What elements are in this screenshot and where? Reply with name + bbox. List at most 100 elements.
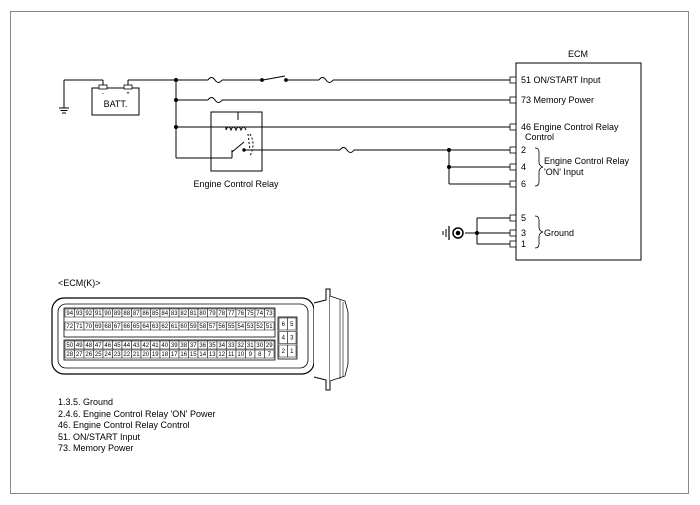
connector-pin-label: 82 bbox=[180, 311, 187, 317]
connector-pin-label: 6 bbox=[282, 322, 286, 328]
wiring bbox=[128, 75, 510, 245]
connector-pin-cell bbox=[264, 349, 275, 359]
connector-pin-label: 94 bbox=[66, 311, 73, 317]
connector-pin-label: 51 bbox=[266, 324, 273, 330]
connector-pin-label: 72 bbox=[66, 324, 73, 330]
pin-legend: 1.3.5. Ground 2.4.6. Engine Control Rela… bbox=[58, 397, 216, 455]
ecm-pin-5: 5 bbox=[521, 213, 526, 223]
connector-pin-label: 40 bbox=[161, 343, 168, 349]
connector-pin-label: 4 bbox=[282, 336, 286, 342]
ecm-pin-4: 4 bbox=[521, 162, 526, 172]
connector-pin-label: 71 bbox=[76, 324, 83, 330]
connector-pin-label: 78 bbox=[218, 311, 225, 317]
connector-pin-label: 34 bbox=[218, 343, 225, 349]
diagram-frame bbox=[10, 11, 689, 494]
connector-pin-label: 86 bbox=[142, 311, 149, 317]
connector-pin-label: 77 bbox=[228, 311, 235, 317]
connector-pin-label: 32 bbox=[237, 343, 244, 349]
connector-pin-label: 24 bbox=[104, 352, 111, 358]
connector-pin-cell bbox=[264, 321, 275, 331]
connector-pin-label: 65 bbox=[133, 324, 140, 330]
connector-pin-label: 79 bbox=[209, 311, 216, 317]
battery-plus: + bbox=[126, 91, 130, 97]
legend-item: 2.4.6. Engine Control Relay 'ON' Power bbox=[58, 408, 216, 419]
connector-pin-label: 75 bbox=[247, 311, 254, 317]
battery-label: BATT. bbox=[104, 99, 128, 109]
legend-item: 1.3.5. Ground bbox=[58, 397, 114, 407]
connector-pin-label: 16 bbox=[180, 352, 187, 358]
connector-pin-label: 35 bbox=[209, 343, 216, 349]
connector-pin-label: 85 bbox=[152, 311, 159, 317]
ecm-pin-46-cont: Control bbox=[525, 132, 554, 142]
ecm-pin-51: 51 ON/START Input bbox=[521, 75, 601, 85]
connector-pin-label: 20 bbox=[142, 352, 149, 358]
connector-pin-label: 45 bbox=[114, 343, 121, 349]
connector-pin-label: 39 bbox=[171, 343, 178, 349]
connector-pin-label: 29 bbox=[266, 343, 273, 349]
connector-pin-label: 36 bbox=[199, 343, 206, 349]
connector-pin-label: 57 bbox=[209, 324, 216, 330]
connector-pin-label: 33 bbox=[228, 343, 235, 349]
connector-pin-label: 23 bbox=[114, 352, 121, 358]
connector-pin-label: 60 bbox=[180, 324, 187, 330]
connector-pin-label: 89 bbox=[114, 311, 121, 317]
connector-pin-label: 91 bbox=[95, 311, 102, 317]
connector-pin-label: 90 bbox=[104, 311, 111, 317]
connector-pin-label: 64 bbox=[142, 324, 149, 330]
connector-pin-label: 11 bbox=[228, 352, 235, 358]
relay-label: Engine Control Relay bbox=[193, 179, 279, 189]
connector-pin-label: 76 bbox=[237, 311, 244, 317]
connector-pin-label: 10 bbox=[237, 352, 244, 358]
connector-pin-label: 7 bbox=[268, 352, 272, 358]
ecm-pin-46: 46 Engine Control Relay bbox=[521, 122, 619, 132]
connector-pin-label: 12 bbox=[218, 352, 225, 358]
connector-pin-label: 80 bbox=[199, 311, 206, 317]
body-ground-icon bbox=[442, 226, 464, 240]
ecm-title: ECM bbox=[568, 49, 588, 59]
connector-pin-label: 67 bbox=[114, 324, 121, 330]
connector-pin-label: 92 bbox=[85, 311, 92, 317]
connector-pin-label: 46 bbox=[104, 343, 111, 349]
ecm-group-on-cont: 'ON' Input bbox=[544, 167, 584, 177]
connector-pin-label: 63 bbox=[152, 324, 159, 330]
connector-pin-cell bbox=[264, 340, 275, 350]
connector-pin-label: 21 bbox=[133, 352, 140, 358]
connector-pin-label: 55 bbox=[228, 324, 235, 330]
connector-pin-label: 74 bbox=[256, 311, 263, 317]
connector-pin-label: 42 bbox=[142, 343, 149, 349]
ecm-group-ground: Ground bbox=[544, 228, 574, 238]
connector-pin-label: 50 bbox=[66, 343, 73, 349]
connector-pin-label: 54 bbox=[237, 324, 244, 330]
connector-pin-label: 66 bbox=[123, 324, 130, 330]
connector-pin-label: 53 bbox=[247, 324, 254, 330]
connector-pin-label: 49 bbox=[76, 343, 83, 349]
connector-pin-label: 61 bbox=[171, 324, 178, 330]
connector-pin-label: 5 bbox=[290, 322, 294, 328]
connector-pin-label: 70 bbox=[85, 324, 92, 330]
connector-pin-label: 19 bbox=[152, 352, 159, 358]
chassis-ground-left bbox=[59, 79, 103, 114]
ecm-pin-2: 2 bbox=[521, 145, 526, 155]
connector-pin-label: 52 bbox=[256, 324, 263, 330]
connector-pin-label: 48 bbox=[85, 343, 92, 349]
connector-title: <ECM(K)> bbox=[58, 278, 101, 288]
connector-pin-label: 58 bbox=[199, 324, 206, 330]
connector-pin-label: 26 bbox=[85, 352, 92, 358]
connector-pin-label: 22 bbox=[123, 352, 130, 358]
connector-pin-label: 68 bbox=[104, 324, 111, 330]
battery-minus: - bbox=[102, 91, 104, 97]
connector-pin-label: 87 bbox=[133, 311, 140, 317]
connector-pin-label: 73 bbox=[266, 311, 273, 317]
connector-pin-label: 41 bbox=[152, 343, 159, 349]
connector-pin-label: 14 bbox=[199, 352, 206, 358]
connector-pin-cell bbox=[264, 308, 275, 318]
connector-pin-label: 9 bbox=[249, 352, 253, 358]
connector-pin-label: 93 bbox=[76, 311, 83, 317]
connector-pin-label: 43 bbox=[133, 343, 140, 349]
junctions bbox=[174, 78, 479, 235]
ecm-block: ECM 51 ON/START Input 73 Memory Power 46… bbox=[509, 49, 642, 261]
connector-pin-label: 81 bbox=[190, 311, 197, 317]
connector-pin-label: 83 bbox=[171, 311, 178, 317]
